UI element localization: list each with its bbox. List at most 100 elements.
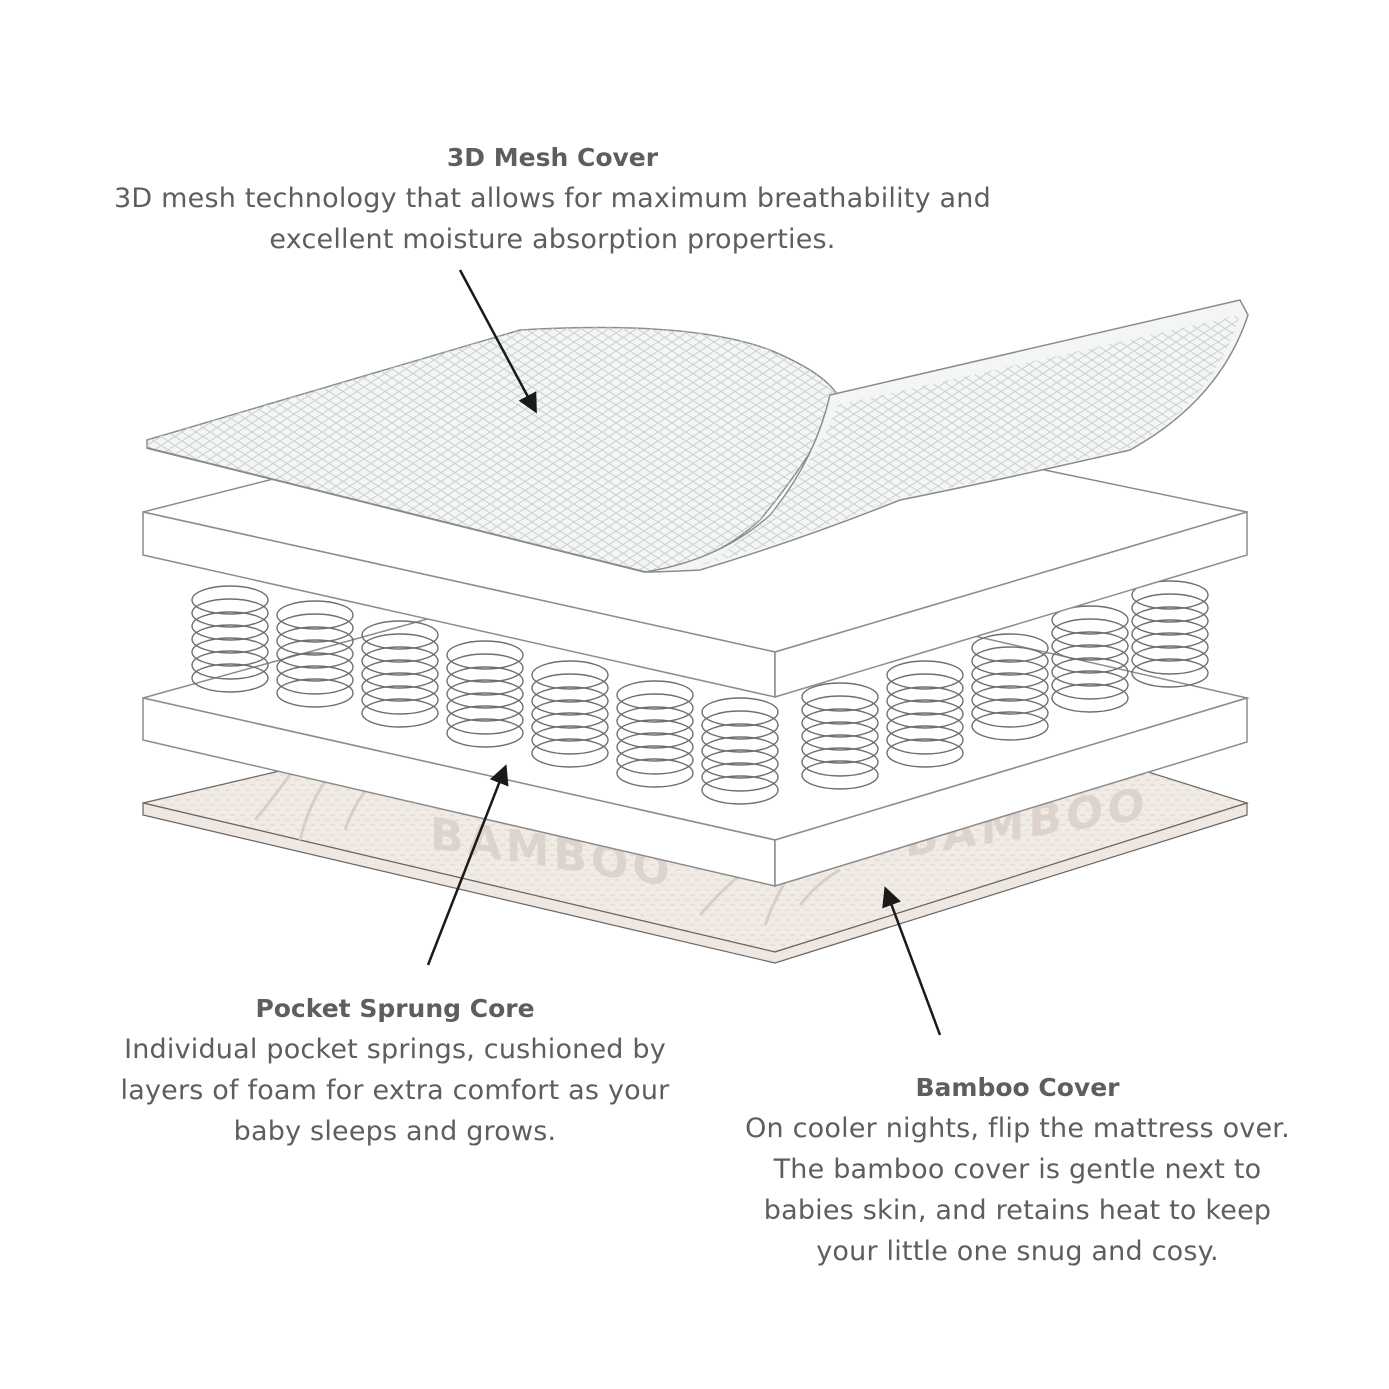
description-line: layers of foam for extra comfort as your: [120, 1075, 670, 1106]
mesh-cover-title: 3D Mesh Cover: [446, 143, 659, 172]
bottom-foam-slab: [142, 559, 1250, 888]
spring-coil: [801, 682, 879, 712]
spring-coil: [276, 600, 354, 630]
bamboo-cover-arrow: [882, 886, 942, 1036]
spring-coil: [361, 685, 439, 715]
spring-coil: [1051, 644, 1129, 674]
description-line: 3D mesh technology that allows for maxim…: [114, 183, 991, 214]
top-foam-front: [774, 510, 1248, 699]
spring-coil: [446, 679, 524, 709]
mesh-cover-description: 3D mesh technology that allows for maxim…: [60, 178, 1045, 260]
spring-coil: [361, 672, 439, 702]
spring-coil: [276, 652, 354, 682]
spring-coil: [616, 693, 694, 723]
spring-coil: [1131, 632, 1209, 662]
spring-coil: [191, 650, 269, 680]
spring-coil: [801, 721, 879, 751]
spring-coil: [701, 710, 779, 740]
spring-coil: [361, 646, 439, 676]
spring-coil: [531, 660, 609, 690]
pocket-spring: [616, 680, 694, 788]
spring-coil: [531, 699, 609, 729]
spring-coil: [446, 692, 524, 722]
spring-coil: [276, 678, 354, 708]
spring-coil: [886, 738, 964, 768]
spring-coil: [701, 749, 779, 779]
spring-coil: [801, 695, 879, 725]
spring-coil: [1051, 683, 1129, 713]
spring-coil: [446, 718, 524, 748]
description-line: baby sleeps and grows.: [233, 1116, 557, 1147]
spring-coil: [801, 760, 879, 790]
pocket-spring: [1051, 605, 1129, 713]
pocket-spring: [971, 633, 1049, 741]
spring-coil: [971, 672, 1049, 702]
pocket-sprung-core-description: Individual pocket springs, cushioned by …: [80, 1029, 710, 1152]
spring-coil: [971, 685, 1049, 715]
spring-coil: [801, 734, 879, 764]
spring-coil: [361, 633, 439, 663]
spring-coil: [361, 698, 439, 728]
spring-coil: [886, 660, 964, 690]
bamboo-cover-title: Bamboo Cover: [915, 1073, 1120, 1102]
description-line: your little one snug and cosy.: [816, 1236, 1219, 1267]
bamboo-cover-description: On cooler nights, flip the mattress over…: [720, 1108, 1315, 1272]
spring-coil: [1051, 670, 1129, 700]
spring-coil: [1051, 605, 1129, 635]
spring-coil: [971, 698, 1049, 728]
mesh-cover-arrow: [458, 269, 537, 414]
bamboo-cover-edge: [142, 802, 1248, 964]
spring-coil: [276, 626, 354, 656]
spring-coil: [701, 697, 779, 727]
spring-coil: [886, 686, 964, 716]
spring-coil: [616, 732, 694, 762]
spring-coil: [1131, 645, 1209, 675]
spring-coil: [531, 738, 609, 768]
spring-coil: [886, 712, 964, 742]
spring-coil: [446, 640, 524, 670]
spring-coil: [191, 598, 269, 628]
mesh-cover-fold-texture: [700, 315, 1240, 566]
spring-coil: [616, 719, 694, 749]
spring-coil: [886, 699, 964, 729]
pocket-spring: [191, 585, 269, 693]
spring-coil: [1131, 580, 1209, 610]
spring-coil: [971, 711, 1049, 741]
spring-coil: [276, 639, 354, 669]
bamboo-cover-callout: Bamboo Cover On cooler nights, flip the …: [720, 1068, 1315, 1272]
spring-coil: [1131, 658, 1209, 688]
spring-coil: [1051, 657, 1129, 687]
spring-coil: [1131, 593, 1209, 623]
spring-coil: [276, 613, 354, 643]
spring-coil: [801, 747, 879, 777]
spring-coil: [1131, 619, 1209, 649]
bottom-foam-front: [774, 696, 1248, 888]
spring-coil: [446, 666, 524, 696]
spring-coil: [191, 637, 269, 667]
pocket-spring: [276, 600, 354, 708]
description-line: babies skin, and retains heat to keep: [763, 1195, 1272, 1226]
pocket-sprung-core-callout: Pocket Sprung Core Individual pocket spr…: [80, 989, 710, 1152]
spring-coil: [531, 725, 609, 755]
description-line: On cooler nights, flip the mattress over…: [745, 1113, 1290, 1144]
pocket-spring: [886, 660, 964, 768]
spring-coil: [701, 775, 779, 805]
description-line: excellent moisture absorption properties…: [269, 224, 836, 255]
spring-coil: [616, 706, 694, 736]
mesh-cover-sheet-texture: [147, 327, 840, 572]
pocket-spring: [1131, 580, 1209, 688]
spring-coil: [886, 725, 964, 755]
spring-coil: [616, 745, 694, 775]
spring-coil: [531, 673, 609, 703]
spring-coil: [701, 723, 779, 753]
spring-coil: [616, 758, 694, 788]
pocket-spring: [801, 682, 879, 790]
spring-coil: [1051, 618, 1129, 648]
mesh-cover-layer: [146, 299, 1249, 573]
spring-coil: [801, 708, 879, 738]
spring-coil: [446, 653, 524, 683]
spring-coil: [886, 673, 964, 703]
mesh-cover-callout: 3D Mesh Cover 3D mesh technology that al…: [60, 138, 1045, 260]
spring-coil: [531, 686, 609, 716]
